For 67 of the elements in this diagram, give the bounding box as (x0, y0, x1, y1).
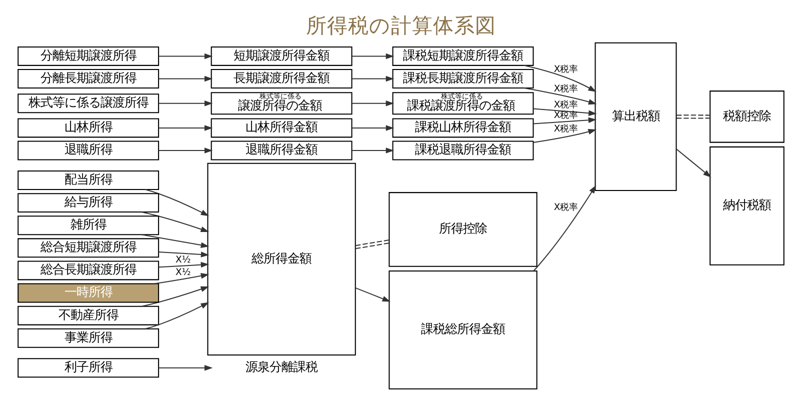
node-box: 長期譲渡所得金額 (210, 69, 352, 88)
node-box: 課税総所得金額 (388, 270, 538, 390)
arrow (533, 117, 597, 124)
edge-label: X½ (176, 254, 191, 266)
arrow (533, 185, 596, 272)
node-box: 山林所得金額 (210, 118, 352, 138)
arrow (355, 287, 391, 302)
node-box: 雑所得 (18, 216, 160, 236)
node-box: 短期譲渡所得金額 (210, 46, 352, 66)
node-box: 課税退職所得金額 (392, 140, 534, 160)
node-box: 税額控除 (710, 90, 784, 143)
node-box: 退職所得金額 (210, 140, 352, 160)
edge-label: X税率 (554, 202, 578, 214)
connector (355, 240, 390, 246)
arrow (158, 76, 213, 82)
edge-label: X税率 (554, 64, 578, 75)
arrow (533, 108, 597, 116)
arrow (158, 100, 213, 106)
diagram-title: 所得税の計算体系図 (306, 14, 496, 38)
arrow (158, 125, 213, 131)
arrow (352, 125, 394, 131)
arrow (352, 76, 394, 82)
arrow (158, 262, 210, 268)
node-box: 分離長期譲渡所得 (18, 69, 160, 88)
arrow (158, 53, 213, 60)
node-box: 利子所得 (18, 358, 160, 378)
arrow (676, 148, 712, 178)
arrow (352, 100, 394, 106)
connector (676, 118, 710, 119)
node-box: 納付税額 (710, 146, 784, 266)
node-box: 算出税額 (594, 42, 677, 192)
node-box: 事業所得 (18, 328, 160, 348)
node-box: 所得控除 (388, 192, 538, 267)
node-box: 課税長期譲渡所得金額 (392, 69, 534, 88)
node-box: 分離短期譲渡所得 (18, 46, 160, 66)
arrow (145, 302, 210, 330)
node-box: 配当所得 (18, 170, 160, 190)
arrow (142, 234, 210, 248)
node-box: 一時所得 (18, 283, 160, 303)
node-box: 株式等に係る譲渡所得 (18, 94, 160, 114)
arrow (533, 128, 596, 143)
edge-label: X税率 (554, 123, 578, 134)
arrow (145, 189, 210, 216)
arrow (352, 148, 394, 154)
node-box: 給与所得 (18, 193, 160, 213)
node-box: 総合短期譲渡所得 (18, 238, 160, 258)
connector (355, 242, 390, 250)
node-box: 総所得金額 (207, 162, 356, 356)
arrow (524, 87, 597, 105)
node-box: 退職所得 (18, 140, 160, 160)
edge-label: X½ (176, 266, 191, 278)
edge-label: X税率 (554, 110, 578, 121)
node-box: 不動産所得 (18, 306, 160, 326)
node-box: 山林所得 (18, 118, 160, 138)
arrow (352, 53, 394, 60)
edge-label: X税率 (554, 83, 578, 94)
arrow (158, 252, 210, 258)
arrow (154, 273, 210, 284)
connector (676, 114, 710, 116)
node-text: 源泉分離課税 (246, 360, 318, 374)
arrow (142, 212, 210, 232)
node-box: 課税山林所得金額 (392, 118, 534, 138)
edge-label: X税率 (554, 100, 578, 111)
node-box: 総合長期譲渡所得 (18, 260, 160, 280)
arrow (158, 364, 213, 371)
arrow (158, 148, 213, 154)
node-box: 課税短期譲渡所得金額 (392, 46, 534, 66)
